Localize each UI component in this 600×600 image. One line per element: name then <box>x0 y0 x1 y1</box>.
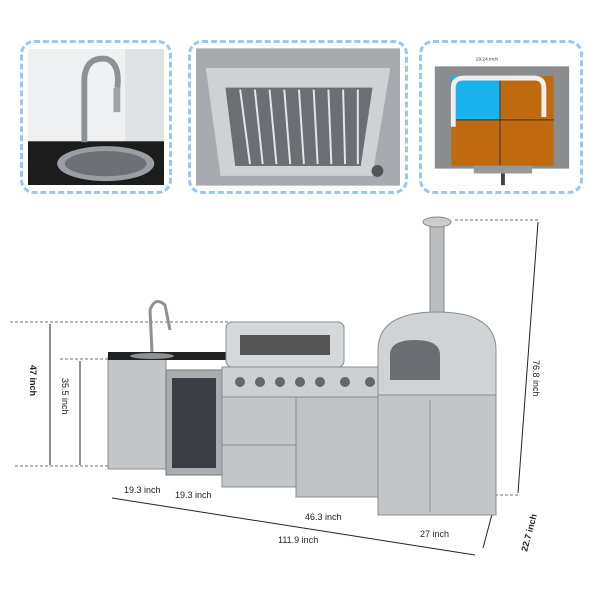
grill-grate-icon <box>196 48 400 186</box>
grill-knobs <box>235 377 375 387</box>
counter-height-label: 35.5 inch <box>60 378 70 415</box>
grill-thumbnail <box>188 40 408 194</box>
faucet-icon <box>148 299 172 353</box>
oven-width-caption: 19.24 inch <box>476 57 499 63</box>
sink-thumbnail <box>20 40 172 194</box>
sink-cabinet <box>107 356 167 470</box>
total-height-label: 47 inch <box>28 365 38 396</box>
depth-label: 22.7 inch <box>519 513 539 553</box>
sink-faucet-icon <box>28 49 164 185</box>
pizza-oven-cabinet <box>377 394 497 516</box>
fridge-width-label: 19.3 inch <box>175 490 212 500</box>
oven-diagram-thumbnail: 19.24 inch <box>419 40 583 194</box>
sink-width-label: 19.3 inch <box>124 485 161 495</box>
grill-width-label: 46.3 inch <box>305 512 342 522</box>
grill-cabinet <box>295 396 379 498</box>
oven-diagram-icon: 19.24 inch <box>427 48 575 186</box>
pizza-oven-chimney <box>429 221 445 318</box>
fridge-glass-door <box>172 378 216 468</box>
grill-drawers <box>221 396 297 488</box>
total-width-label: 111.9 inch <box>278 535 318 545</box>
chimney-height-label: 76.8 inch <box>531 360 541 397</box>
oven-width-label: 27 inch <box>420 529 449 539</box>
